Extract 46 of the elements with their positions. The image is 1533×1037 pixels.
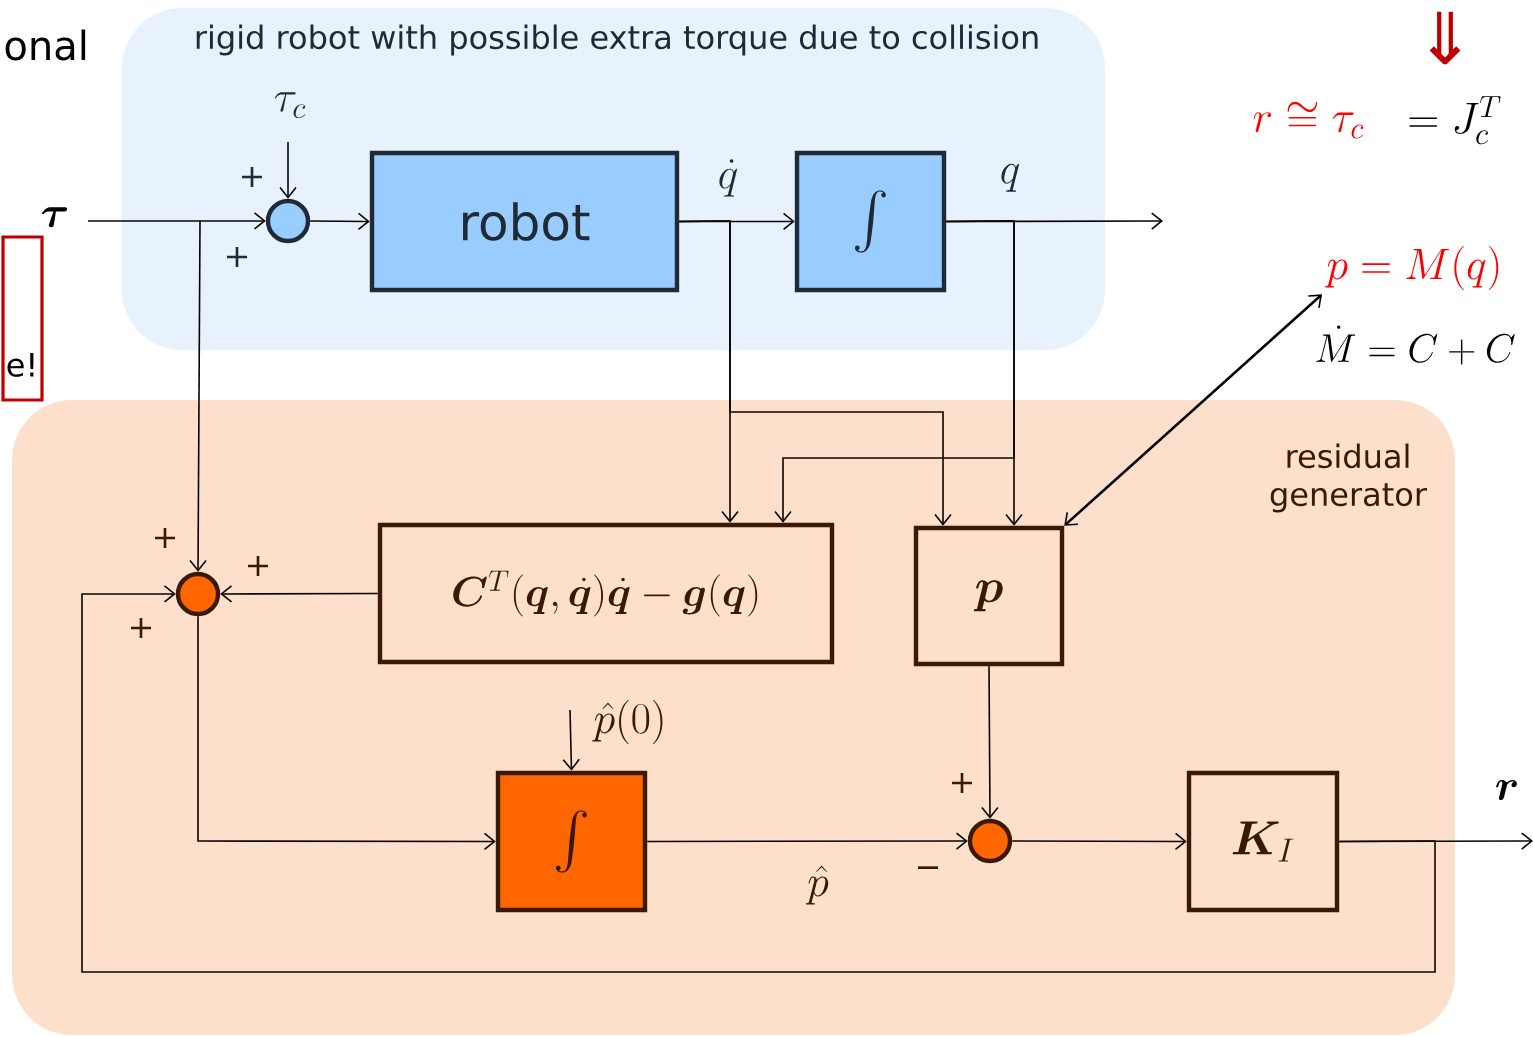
signal-label: $q$ bbox=[1001, 163, 1020, 192]
connector bbox=[945, 220, 1023, 526]
connector bbox=[279, 141, 297, 199]
connector bbox=[189, 220, 207, 572]
panel-title: rigid robot with possible extra torque due to collision bbox=[196, 24, 1038, 56]
connector bbox=[981, 665, 999, 819]
connector bbox=[220, 585, 379, 603]
note-box: e! bbox=[1, 235, 44, 402]
function-box: $\boldsymbol{p}$ bbox=[913, 525, 1065, 667]
connector bbox=[81, 585, 1436, 973]
summing-junction bbox=[265, 198, 311, 244]
connector bbox=[1064, 294, 1322, 526]
connector bbox=[197, 615, 496, 851]
sign-label: − bbox=[918, 866, 939, 869]
summing-junction bbox=[967, 818, 1013, 864]
panel-title: residual generator bbox=[1270, 443, 1427, 513]
formula: $= J_c^T$ bbox=[1409, 96, 1501, 145]
connector bbox=[646, 832, 968, 850]
function-box: $\boldsymbol{C}^T(\boldsymbol{q},\dot{\boldsymbol{q}})\dot{\boldsymbol{q}} - \boldsymbol{g}(\boldsymbol{q})$ bbox=[377, 522, 835, 665]
sign-label: + bbox=[227, 247, 248, 268]
partial-text: onal bbox=[5, 29, 86, 61]
sign-label: + bbox=[248, 556, 269, 577]
connector bbox=[678, 220, 952, 526]
sign-label: + bbox=[242, 167, 263, 187]
sign-label: + bbox=[952, 773, 973, 794]
formula: $\dot{M} = C + C$ bbox=[1316, 325, 1515, 365]
formula: $p = M(q)$ bbox=[1325, 246, 1499, 290]
gain-box: $\boldsymbol{K}_I$ bbox=[1186, 770, 1340, 913]
connector bbox=[1011, 832, 1187, 851]
sign-label: + bbox=[155, 528, 176, 549]
sign-label: + bbox=[131, 618, 152, 639]
signal-label: $\boldsymbol{r}$ bbox=[1496, 779, 1517, 801]
connector bbox=[562, 709, 580, 771]
integrator-box: $\int$ bbox=[794, 150, 947, 293]
integrator-box: $\int$ bbox=[495, 770, 648, 913]
signal-label: $\dot{q}$ bbox=[719, 159, 738, 197]
formula: $r \cong \tau_c$ bbox=[1253, 101, 1364, 139]
signal-label: $\hat{p}$ bbox=[805, 865, 829, 905]
connector bbox=[87, 212, 266, 230]
signal-label: $\hat{p}(0)$ bbox=[592, 700, 663, 744]
summing-junction bbox=[175, 571, 221, 617]
signal-label: $\tau_c$ bbox=[274, 92, 306, 119]
double-arrow-symbol: ⇓ bbox=[1429, 11, 1461, 65]
signal-label: $\boldsymbol{\tau}$ bbox=[41, 207, 68, 228]
connector bbox=[309, 212, 370, 231]
process-box: robot bbox=[369, 150, 680, 293]
